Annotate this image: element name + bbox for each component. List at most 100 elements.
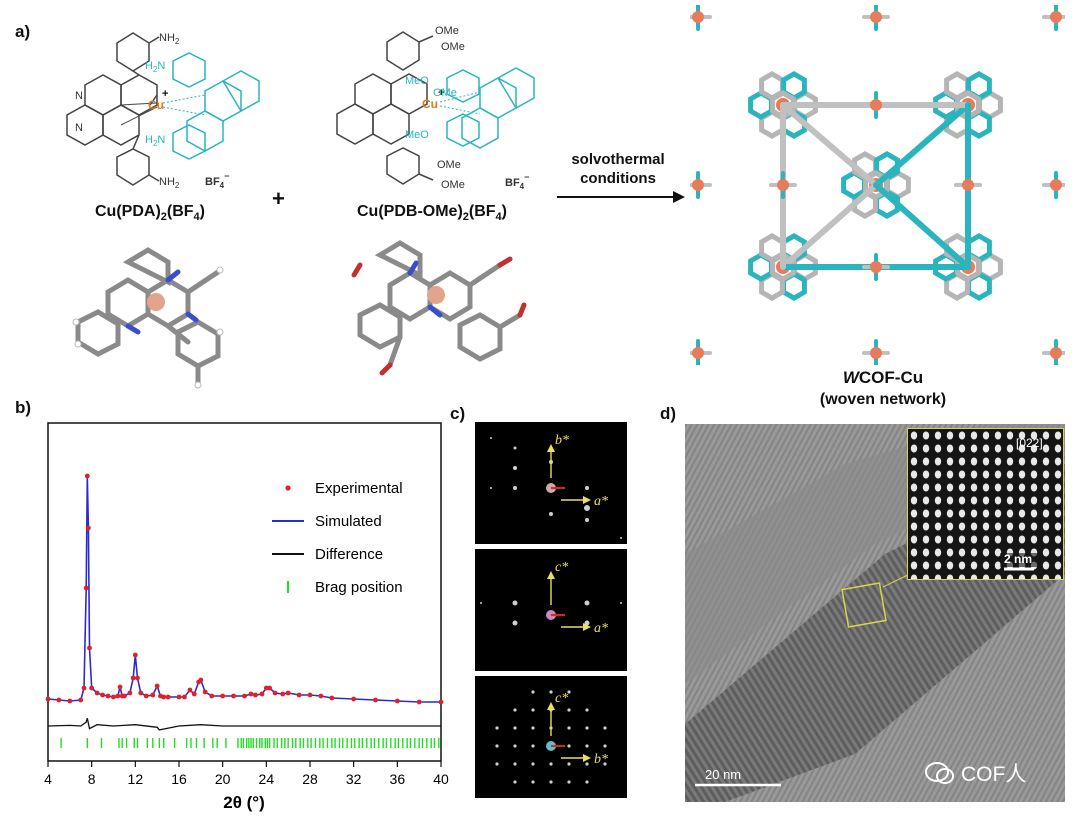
experimental-point xyxy=(78,697,84,703)
legend-label: Experimental xyxy=(315,480,403,497)
experimental-point xyxy=(150,692,156,698)
panel-label-c: c) xyxy=(450,404,466,423)
diffraction-spot xyxy=(603,726,607,730)
experimental-point xyxy=(165,694,171,700)
diffraction-spot xyxy=(495,762,499,766)
scale-label: 20 nm xyxy=(705,767,741,782)
h2n-label-top: H2N xyxy=(145,60,165,74)
plus-sign: + xyxy=(272,186,285,211)
meo-label: MeO xyxy=(405,75,429,87)
experimental-point xyxy=(220,693,226,699)
diffraction-spot xyxy=(567,744,571,748)
watermark: COF人 xyxy=(925,758,1026,788)
experimental-point xyxy=(191,691,197,697)
diffraction-spot xyxy=(585,744,589,748)
ome-label: OMe xyxy=(441,179,465,191)
experimental-point xyxy=(242,693,247,699)
nh2-label-top: NH2 xyxy=(159,32,180,46)
diffraction-spot xyxy=(512,620,518,626)
axis-arrow-head xyxy=(547,444,555,452)
experimental-point xyxy=(83,585,89,591)
copper-atom xyxy=(870,261,882,273)
plot-frame xyxy=(47,422,442,762)
experimental-point xyxy=(307,692,313,698)
reciprocal-axis-label: c* xyxy=(555,691,568,706)
experimental-point xyxy=(253,692,258,698)
diffraction-spot xyxy=(585,762,589,766)
h2n-label-bottom: H2N xyxy=(145,134,165,148)
diffraction-spot xyxy=(549,762,553,766)
framework-linker xyxy=(780,102,879,188)
zoom-region-box xyxy=(841,582,887,628)
experimental-point xyxy=(394,698,400,704)
legend-label: Simulated xyxy=(315,513,382,530)
diffraction-spot xyxy=(513,466,517,470)
diffraction-spot xyxy=(531,708,535,712)
diffraction-spot xyxy=(567,762,571,766)
diffraction-spot xyxy=(585,708,589,712)
diffraction-spot xyxy=(495,744,499,748)
experimental-point xyxy=(130,675,136,681)
product-subtitle: (woven network) xyxy=(819,391,947,408)
diffraction-spot xyxy=(531,744,535,748)
diffraction-spot xyxy=(549,690,553,694)
axis-arrow-head xyxy=(583,754,591,762)
experimental-point xyxy=(280,691,286,697)
x-tick-label: 24 xyxy=(259,771,275,787)
experimental-point xyxy=(296,692,302,698)
wcof-cu-structure-render xyxy=(690,5,1065,365)
n-atom: N xyxy=(75,122,83,134)
copper-atom xyxy=(870,99,882,111)
x-tick-label: 4 xyxy=(44,771,52,787)
experimental-point xyxy=(84,473,90,479)
reciprocal-axis-label: a* xyxy=(594,494,608,509)
x-tick-label: 32 xyxy=(346,771,362,787)
reaction-conditions: solvothermal conditions xyxy=(571,151,665,187)
inset-scale-label: 2 nm xyxy=(1004,552,1032,566)
diffraction-spot xyxy=(584,505,590,511)
experimental-point xyxy=(132,652,138,658)
experimental-point xyxy=(285,690,291,696)
reciprocal-axis-label: a* xyxy=(594,621,608,636)
diffraction-spot xyxy=(513,780,517,784)
panel-label-b: b) xyxy=(15,398,32,417)
diffraction-spot xyxy=(531,690,535,694)
experimental-point xyxy=(85,525,91,531)
experimental-point xyxy=(45,696,51,702)
reaction-arrow xyxy=(557,191,685,203)
copper-atom xyxy=(692,179,704,191)
experimental-point xyxy=(231,693,236,699)
experimental-point xyxy=(202,689,208,695)
x-tick-label: 40 xyxy=(433,771,449,787)
experimental-point xyxy=(272,690,278,696)
diffraction-spot xyxy=(603,762,607,766)
bf4-label: BF4− xyxy=(505,172,529,191)
experimental-point xyxy=(198,677,204,683)
diffraction-spot xyxy=(531,762,535,766)
panel-label-d: d) xyxy=(660,404,677,423)
experimental-point xyxy=(267,685,273,691)
experimental-point xyxy=(182,694,187,700)
experimental-point xyxy=(259,691,265,697)
copper-atom xyxy=(962,179,974,191)
diffraction-spot xyxy=(513,446,517,450)
x-tick-label: 12 xyxy=(128,771,144,787)
framework-linker xyxy=(873,102,971,188)
experimental-point xyxy=(122,693,127,699)
zone-axis-label: [022] xyxy=(1016,436,1043,450)
experimental-point xyxy=(209,693,215,699)
diffraction-spot xyxy=(480,602,482,604)
diffraction-spot xyxy=(585,518,589,522)
diffraction-spot xyxy=(620,602,622,604)
experimental-point xyxy=(248,691,254,697)
diffraction-spot xyxy=(620,537,622,539)
diffraction-spot xyxy=(512,600,518,606)
product-name: WCOF-Cu xyxy=(842,368,924,387)
copper-atom xyxy=(870,347,882,359)
chat-bubble-icon xyxy=(925,762,954,784)
diffraction-spot xyxy=(531,726,535,730)
copper-atom xyxy=(692,347,704,359)
molecule-name-1: Cu(PDA)2(BF4) xyxy=(95,203,205,224)
cu-pdb-ome-structure: Cu + OMe OMe MeO MeO OMe OMe OMe BF4− xyxy=(336,25,535,191)
ome-label-teal: OMe xyxy=(433,87,457,99)
